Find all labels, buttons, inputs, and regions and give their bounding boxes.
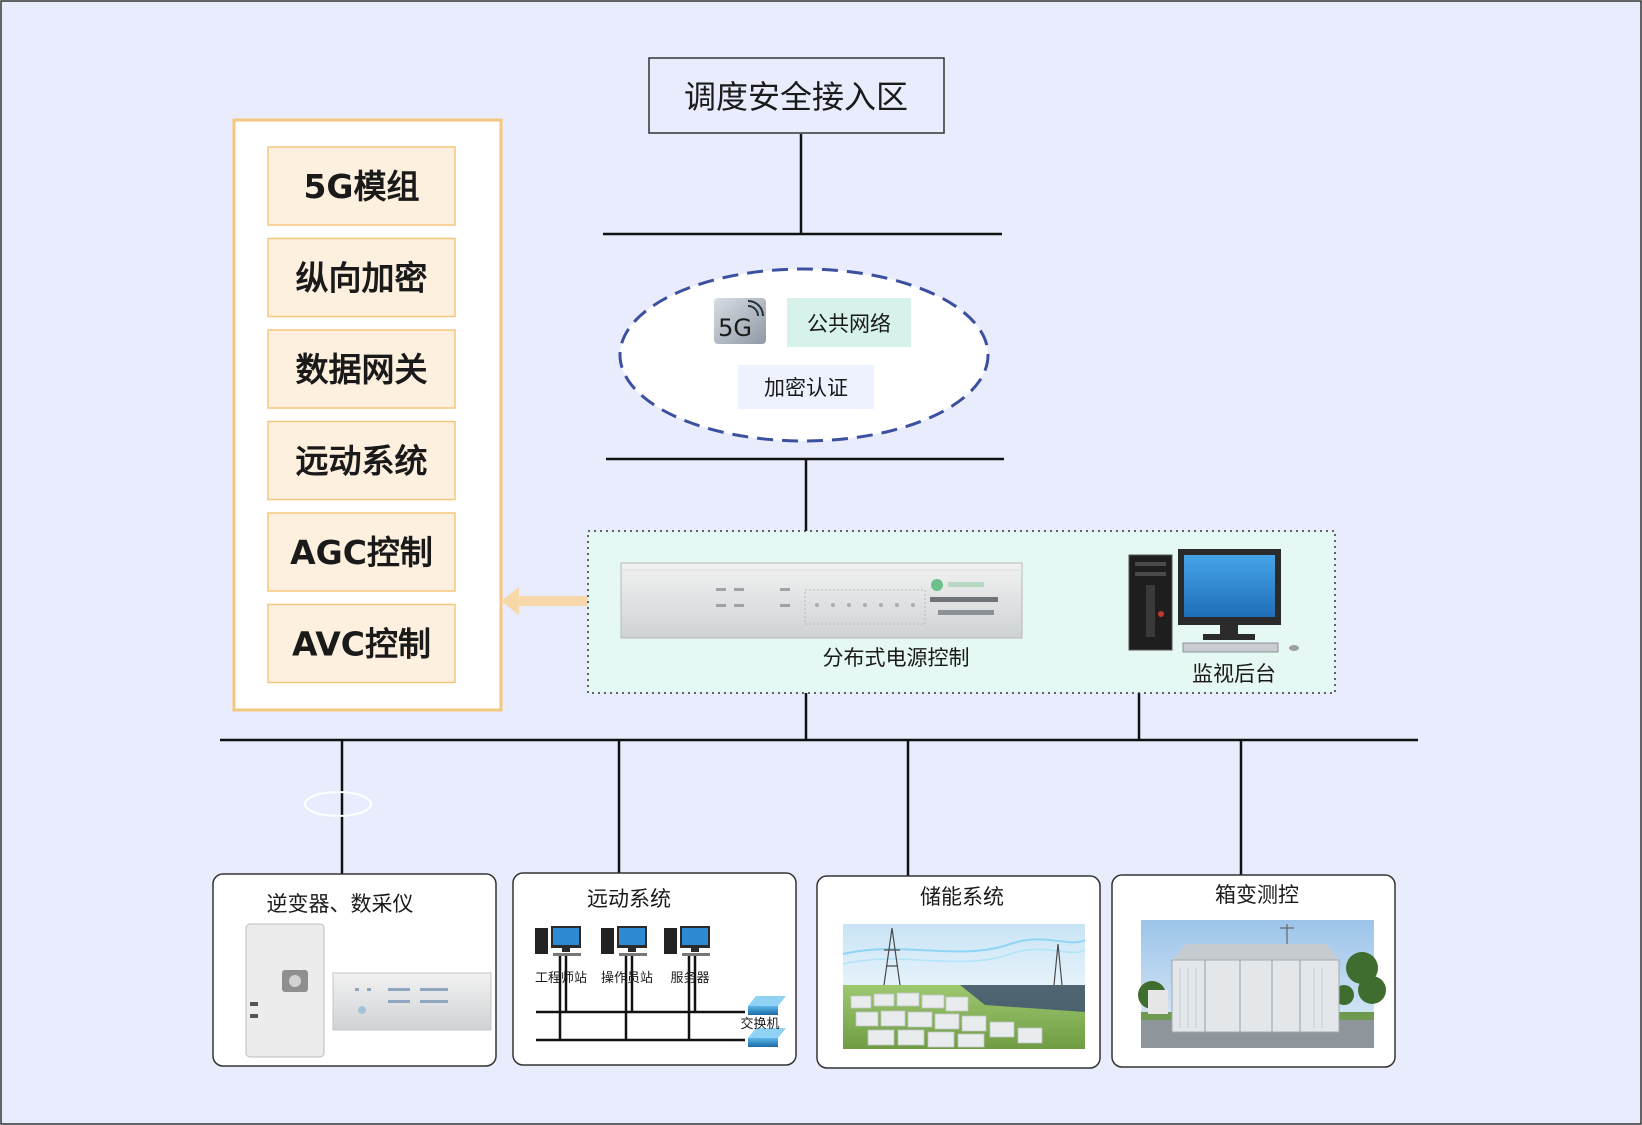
network-cloud: 5G 公共网络 加密认证 — [618, 267, 990, 443]
monitor-workstation-icon — [1128, 549, 1299, 653]
box-transformer-card: 箱变测控 — [1111, 874, 1396, 1068]
module-item: 5G模组 — [267, 146, 456, 226]
inverter-title: 逆变器、数采仪 — [267, 892, 414, 916]
module-box — [267, 146, 456, 226]
monitor-label: 监视后台 — [1192, 662, 1276, 686]
control-zone: 分布式电源控制 监视后台 — [587, 530, 1336, 694]
switch-icon — [748, 996, 786, 1047]
computer-icon — [601, 926, 647, 956]
module-label: 远动系统 — [296, 442, 428, 481]
bidirectional-arrow-icon — [501, 587, 622, 615]
decorative-ring — [304, 791, 372, 817]
box-transformer-photo — [1138, 920, 1386, 1048]
module-box — [267, 512, 456, 592]
inverter-image — [245, 923, 492, 1058]
workstation-item: 工程师站 — [535, 926, 587, 986]
brand-logo-icon — [931, 579, 943, 591]
module-box — [267, 329, 456, 409]
signal-icon — [747, 300, 764, 317]
public-network-label: 公共网络 — [807, 312, 891, 336]
encryption-box — [738, 365, 874, 409]
workstation-label: 服务器 — [670, 970, 709, 986]
workstation-icons: 工程师站操作员站 服务器 — [535, 926, 710, 986]
storage-title: 储能系统 — [920, 885, 1004, 909]
module-box — [267, 237, 456, 318]
workstation-label: 工程师站 — [535, 971, 587, 986]
5g-badge-label: 5G — [718, 314, 752, 342]
box-transformer-title: 箱变测控 — [1215, 883, 1299, 907]
telecontrol-lan-lines — [536, 954, 745, 1042]
dispatch-security-zone-label: 调度安全接入区 — [684, 78, 908, 116]
computer-icon — [664, 926, 710, 956]
switch-label: 交换机 — [740, 1016, 779, 1032]
module-item: 远动系统 — [267, 420, 456, 501]
module-label: 纵向加密 — [296, 259, 428, 298]
5g-badge: 5G — [714, 298, 766, 344]
telecontrol-title: 远动系统 — [587, 887, 671, 911]
public-network-box — [787, 298, 911, 347]
module-item: AVC控制 — [267, 603, 456, 684]
module-label: 数据网关 — [296, 350, 428, 389]
telecontrol-card: 远动系统 工程师站操作员站 服务器 交换机 — [512, 872, 797, 1066]
module-item: 数据网关 — [267, 329, 456, 409]
inverter-card: 逆变器、数采仪 — [212, 873, 497, 1067]
workstation-item: 服务器 — [664, 926, 710, 986]
storage-photo — [842, 924, 1086, 1049]
controller-device-image — [620, 562, 1023, 639]
network-lines — [220, 134, 1418, 876]
encryption-label: 加密认证 — [764, 376, 848, 400]
storage-card: 储能系统 — [816, 875, 1101, 1069]
workstation-label: 操作员站 — [601, 970, 653, 986]
module-box — [267, 420, 456, 501]
computer-icon — [535, 926, 581, 956]
controller-label: 分布式电源控制 — [823, 646, 970, 670]
workstation-item: 操作员站 — [601, 926, 653, 986]
dispatch-security-zone-box: 调度安全接入区 — [648, 57, 945, 134]
module-label: 5G模组 — [303, 167, 419, 206]
module-item: AGC控制 — [267, 512, 456, 592]
module-item: 纵向加密 — [267, 237, 456, 318]
module-label: AGC控制 — [290, 533, 433, 572]
module-label: AVC控制 — [292, 625, 431, 664]
module-box — [267, 603, 456, 684]
